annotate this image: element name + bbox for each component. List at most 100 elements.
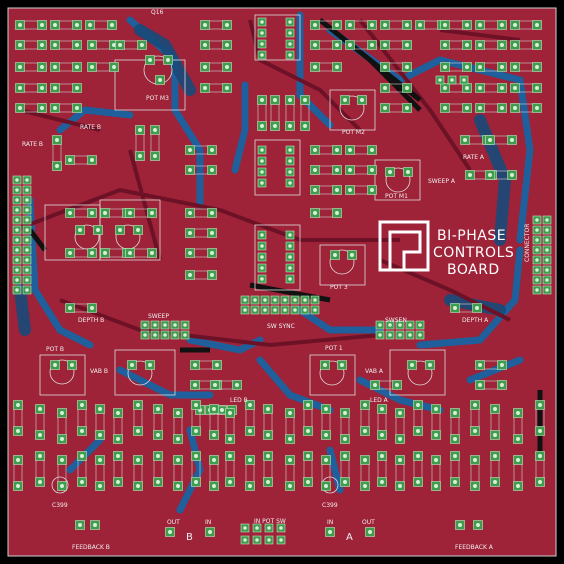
pad-drill <box>288 53 292 57</box>
pad-drill <box>25 238 29 242</box>
pad-drill <box>288 437 292 441</box>
pad-drill <box>248 429 252 433</box>
pad-drill <box>335 43 339 47</box>
label-sw-b: SWSEN <box>385 317 407 324</box>
pad-drill <box>324 458 328 462</box>
pad-drill <box>116 411 120 415</box>
pad-drill <box>193 363 197 367</box>
pad-drill <box>150 211 154 215</box>
pad-drill <box>383 23 387 27</box>
pad-drill <box>348 168 352 172</box>
pad-drill <box>545 278 549 282</box>
pad-drill <box>465 65 469 69</box>
pad-drill <box>260 31 264 35</box>
pad-drill <box>405 43 409 47</box>
pad-drill <box>273 298 277 302</box>
pad-drill <box>510 173 514 177</box>
pad-drill <box>176 437 180 441</box>
pad-drill <box>363 429 367 433</box>
pad-drill <box>306 403 310 407</box>
pad-drill <box>428 363 432 367</box>
pad-drill <box>535 288 539 292</box>
pad-drill <box>153 128 157 132</box>
pad-drill <box>163 333 167 337</box>
pad-drill <box>194 480 198 484</box>
pad-drill <box>443 86 447 90</box>
label-b-mark: B <box>186 532 193 543</box>
pad-drill <box>255 526 259 530</box>
pad-drill <box>335 188 339 192</box>
pad-drill <box>210 168 214 172</box>
pad-drill <box>188 168 192 172</box>
pad-drill <box>225 23 229 27</box>
pad-drill <box>158 78 162 82</box>
pad-drill <box>40 86 44 90</box>
pad-drill <box>458 523 462 527</box>
pad-drill <box>55 138 59 142</box>
pad-drill <box>228 437 232 441</box>
pad-drill <box>335 211 339 215</box>
pad-drill <box>383 43 387 47</box>
pad-drill <box>98 407 102 411</box>
pad-drill <box>38 407 42 411</box>
pad-drill <box>15 288 19 292</box>
pad-drill <box>18 23 22 27</box>
pad-drill <box>25 288 29 292</box>
label-sweep-a: SWEEP A <box>428 178 456 185</box>
pad-drill <box>313 23 317 27</box>
pad-drill <box>243 526 247 530</box>
pad-drill <box>283 298 287 302</box>
pad-drill <box>260 233 264 237</box>
pad-drill <box>343 480 347 484</box>
pad-drill <box>463 138 467 142</box>
pad-drill <box>156 407 160 411</box>
label-depth-b: DEPTH B <box>78 317 104 324</box>
pad-drill <box>193 383 197 387</box>
pad-drill <box>513 106 517 110</box>
pad-drill <box>333 253 337 257</box>
pad-drill <box>25 208 29 212</box>
pad-drill <box>465 23 469 27</box>
pad-drill <box>140 43 144 47</box>
label-out-b: OUT <box>167 519 180 526</box>
pad-drill <box>343 411 347 415</box>
pad-drill <box>416 454 420 458</box>
pad-drill <box>16 458 20 462</box>
pad-drill <box>383 65 387 69</box>
pad-drill <box>340 363 344 367</box>
pad-drill <box>465 43 469 47</box>
pad-drill <box>516 437 520 441</box>
pad-drill <box>203 23 207 27</box>
pad-drill <box>500 106 504 110</box>
pad-drill <box>136 429 140 433</box>
pad-drill <box>98 484 102 488</box>
pad-drill <box>15 278 19 282</box>
pad-drill <box>176 411 180 415</box>
pad-drill <box>493 407 497 411</box>
pad-drill <box>253 298 257 302</box>
pad-drill <box>279 526 283 530</box>
pad-drill <box>488 138 492 142</box>
pad-drill <box>453 306 457 310</box>
pad-drill <box>545 218 549 222</box>
pad-drill <box>313 298 317 302</box>
pad-drill <box>188 231 192 235</box>
pad-drill <box>260 277 264 281</box>
pad-drill <box>18 106 22 110</box>
label-a-mark: A <box>346 532 353 543</box>
pad-drill <box>15 258 19 262</box>
pad-drill <box>513 65 517 69</box>
pad-drill <box>478 86 482 90</box>
pad-drill <box>248 403 252 407</box>
pad-drill <box>15 218 19 222</box>
pad-drill <box>288 181 292 185</box>
label-rate-b: RATE B <box>80 124 101 131</box>
pad-drill <box>380 433 384 437</box>
pad-drill <box>283 308 287 312</box>
pad-drill <box>288 159 292 163</box>
pad-drill <box>235 383 239 387</box>
pad-drill <box>166 58 170 62</box>
board-outline <box>7 7 557 557</box>
pad-drill <box>478 106 482 110</box>
